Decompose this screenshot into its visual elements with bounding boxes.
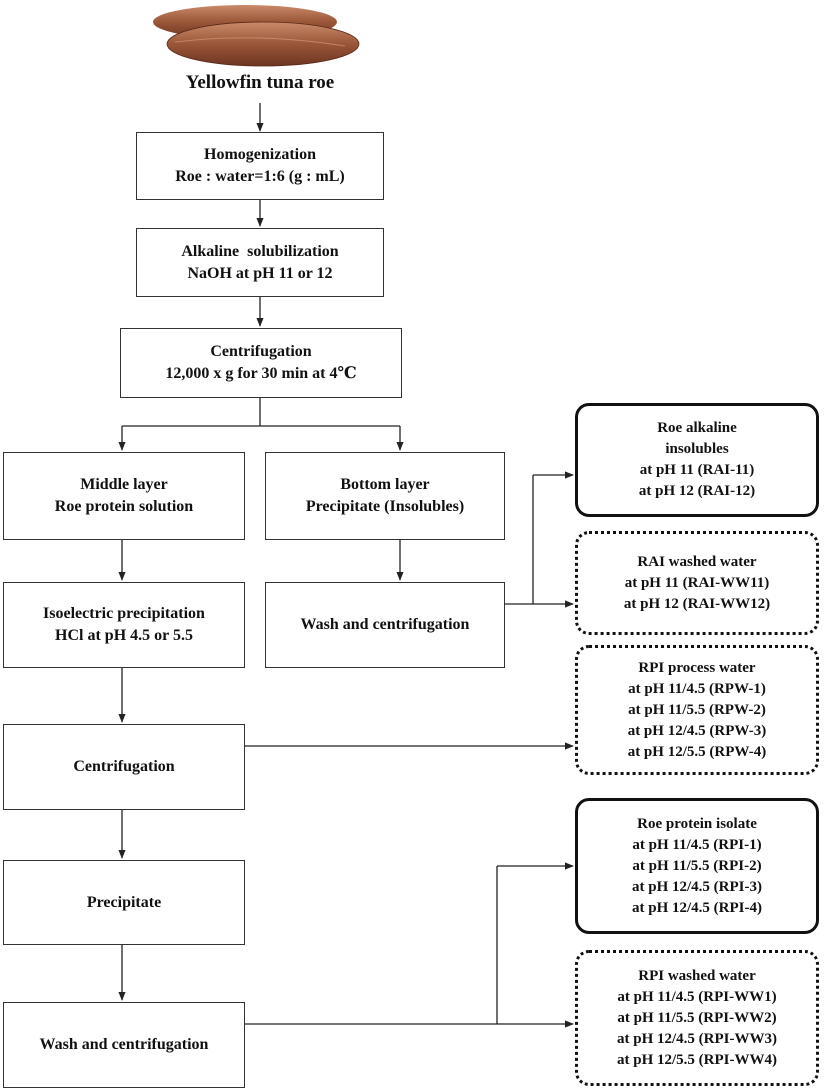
output-line: at pH 11/4.5 (RPI-WW1) <box>617 988 777 1005</box>
step-title: Bottom layer <box>340 476 430 493</box>
step-detail: Roe : water=1:6 (g : mL) <box>175 168 345 185</box>
output-title: RAI washed water <box>637 553 757 570</box>
step-title: Centrifugation <box>73 758 175 775</box>
output-title: Roe alkaline <box>657 420 737 436</box>
rpi-output: Roe protein isolate at pH 11/4.5 (RPI-1)… <box>575 798 819 934</box>
output-line: at pH 12/5.5 (RPI-WW4) <box>617 1051 777 1068</box>
centrifugation-step-1: Centrifugation 12,000 x g for 30 min at … <box>120 328 402 398</box>
step-title: Precipitate <box>86 893 162 911</box>
middle-layer-step: Middle layer Roe protein solution <box>3 452 245 540</box>
rpi-process-water-output: RPI process water at pH 11/4.5 (RPW-1) a… <box>575 645 819 775</box>
output-line: at pH 12/4.5 (RPI-3) <box>632 878 762 895</box>
rpi-washed-water-output: RPI washed water at pH 11/4.5 (RPI-WW1) … <box>575 950 819 1086</box>
step-title: Centrifugation <box>210 343 312 360</box>
step-detail: Roe protein solution <box>54 498 194 515</box>
step-detail: 12,000 x g for 30 min at 4℃ <box>165 365 357 382</box>
precipitate-step: Precipitate <box>3 860 245 945</box>
rai-output: Roe alkaline insolubles at pH 11 (RAI-11… <box>575 403 819 517</box>
output-line: at pH 12/5.5 (RPW-4) <box>627 743 767 760</box>
wash-centrifugation-step-1: Wash and centrifugation <box>265 582 505 668</box>
output-line: at pH 12 (RAI-WW12) <box>623 595 771 612</box>
bottom-layer-step: Bottom layer Precipitate (Insolubles) <box>265 452 505 540</box>
output-line: at pH 12/4.5 (RPI-WW3) <box>617 1030 777 1047</box>
tuna-roe-image <box>153 5 360 67</box>
output-line: at pH 11/4.5 (RPI-1) <box>632 836 762 853</box>
step-detail: Precipitate (Insolubles) <box>305 498 465 515</box>
step-detail: NaOH at pH 11 or 12 <box>187 264 333 282</box>
isoelectric-precipitation-step: Isoelectric precipitation HCl at pH 4.5 … <box>3 582 245 668</box>
output-line: at pH 11 (RAI-WW11) <box>624 574 770 591</box>
output-line: at pH 12 (RAI-12) <box>638 483 756 499</box>
step-title: Wash and centrifugation <box>300 616 470 633</box>
output-line: at pH 11/5.5 (RPW-2) <box>628 701 766 718</box>
homogenization-step: Homogenization Roe : water=1:6 (g : mL) <box>136 132 384 200</box>
step-detail: HCl at pH 4.5 or 5.5 <box>55 627 193 644</box>
wash-centrifugation-step-2: Wash and centrifugation <box>3 1002 245 1088</box>
output-line: at pH 11/4.5 (RPW-1) <box>628 680 766 697</box>
output-line: at pH 12/4.5 (RPI-4) <box>632 899 762 916</box>
step-title: Wash and centrifugation <box>39 1036 209 1053</box>
source-label: Yellowfin tuna roe <box>185 72 335 93</box>
centrifugation-step-2: Centrifugation <box>3 724 245 810</box>
step-title: Alkaline solubilization <box>181 242 339 260</box>
output-title: RPI process water <box>638 659 756 676</box>
output-line: at pH 12/4.5 (RPW-3) <box>627 722 767 739</box>
output-line: at pH 11/5.5 (RPI-WW2) <box>617 1009 777 1026</box>
output-line: at pH 11 (RAI-11) <box>639 462 755 478</box>
output-line: at pH 11/5.5 (RPI-2) <box>632 857 762 874</box>
step-title: Isoelectric precipitation <box>43 605 205 622</box>
output-line: insolubles <box>665 441 729 457</box>
alkaline-solubilization-step: Alkaline solubilization NaOH at pH 11 or… <box>136 228 384 297</box>
step-title: Middle layer <box>80 476 168 493</box>
step-title: Homogenization <box>204 146 316 163</box>
output-title: Roe protein isolate <box>637 815 757 832</box>
rai-washed-water-output: RAI washed water at pH 11 (RAI-WW11) at … <box>575 531 819 635</box>
output-title: RPI washed water <box>638 967 756 984</box>
